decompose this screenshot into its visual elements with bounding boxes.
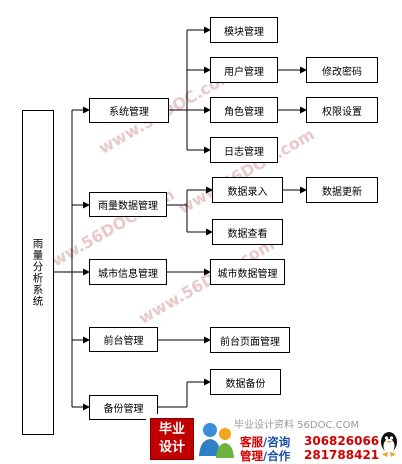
node-data-update: 数据更新 [306, 177, 378, 203]
footer-row-management: 管理/合作 [240, 448, 290, 464]
footer-service-number: 306826066 [304, 434, 380, 448]
node-permission-settings: 权限设置 [306, 97, 378, 123]
support-person-icon [199, 423, 234, 458]
node-data-backup: 数据备份 [210, 369, 281, 395]
node-rain-data-management: 雨量数据管理 [89, 192, 167, 217]
node-backup-management: 备份管理 [89, 395, 158, 420]
logo-line-2: 设计 [158, 440, 185, 455]
qq-penguin-icon [381, 432, 397, 457]
node-data-entry: 数据录入 [212, 177, 283, 203]
footer-row-service: 客服/咨询 [240, 434, 290, 450]
footer-management-number: 281788421 [304, 448, 380, 462]
node-data-view: 数据查看 [212, 219, 283, 245]
node-city-info-management: 城市信息管理 [89, 259, 167, 285]
logo-line-1: 毕业 [158, 422, 185, 437]
node-role-management: 角色管理 [210, 97, 278, 123]
node-user-management: 用户管理 [210, 57, 278, 83]
footer-consult-label: /咨询 [263, 435, 291, 449]
node-city-data-management: 城市数据管理 [210, 259, 285, 285]
node-rain-analysis-system: 雨量分析系统 [22, 110, 54, 435]
footer-management-label: 管理 [240, 449, 263, 463]
brand-logo: 毕业 设计 [150, 418, 194, 460]
footer-site-text: 毕业设计资料 56DOC.COM [234, 420, 360, 431]
footer-cooperation-label: /合作 [263, 449, 291, 463]
node-log-management: 日志管理 [210, 137, 278, 163]
footer-watermark-banner: 毕业 设计 毕业设计资料 56DOC.COM 客服/咨询 306826066 管… [146, 414, 402, 463]
footer-service-label: 客服 [240, 435, 263, 449]
node-module-management: 模块管理 [210, 17, 278, 43]
node-system-management: 系统管理 [89, 98, 169, 123]
node-change-password: 修改密码 [306, 57, 378, 83]
node-front-page-management: 前台页面管理 [210, 327, 290, 353]
node-front-management: 前台管理 [89, 327, 158, 352]
